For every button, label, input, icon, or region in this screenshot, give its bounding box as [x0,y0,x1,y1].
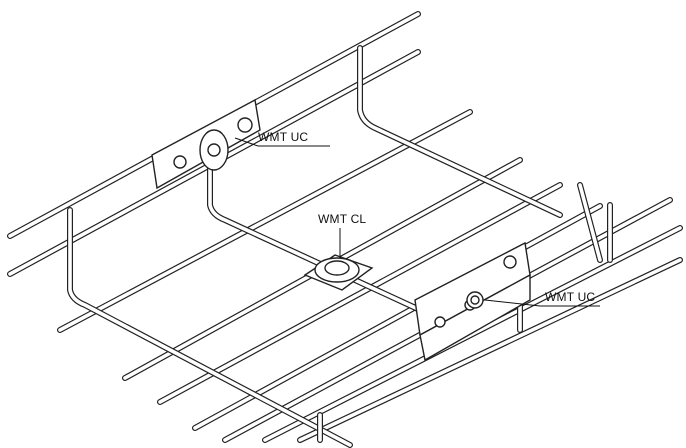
label-wmt-cl: WMT CL [318,212,367,226]
coupler-right-icon [414,241,531,362]
tray-rod [193,204,602,430]
leader-line-top [234,137,259,147]
tray-rod [68,208,352,447]
tray-rods [7,11,683,448]
label-wmt-uc-right: WMT UC [545,290,596,304]
tray-rod [58,110,472,332]
tray-rod [358,46,562,217]
tray-rod [298,258,682,442]
tray-rod [263,226,682,442]
tray-rod [208,128,422,312]
label-wmt-uc-top: WMT UC [258,130,309,144]
coupler-top-icon [151,98,261,190]
tray-rod [67,207,353,448]
tray-rod [158,183,562,404]
clamp-center-icon [303,254,374,291]
tray-rod [578,183,602,262]
leader-line-right [484,299,541,307]
